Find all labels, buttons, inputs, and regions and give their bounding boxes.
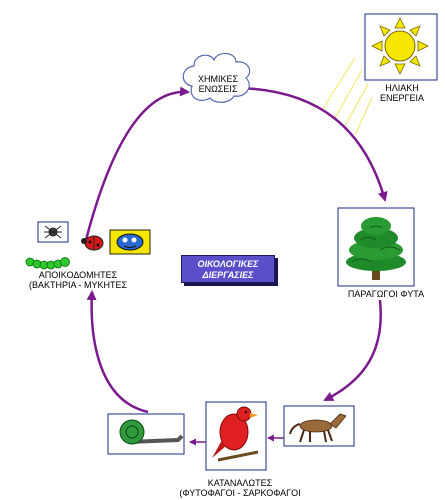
consumers-line2: (ΦΥΤΟΦΑΓΟΙ - ΣΑΡΚΟΦΑΓΟΙ: [179, 488, 301, 498]
producers-text: ΠΑΡΑΓΩΓΟΙ ΦΥΤΑ: [347, 289, 425, 299]
producers-label: ΠΑΡΑΓΩΓΟΙ ΦΥΤΑ: [336, 289, 436, 299]
spider-icon: [44, 225, 62, 239]
consumers-label: ΚΑΤΑΝΑΛΩΤΕΣ (ΦΥΤΟΦΑΓΟΙ - ΣΑΡΚΟΦΑΓΟΙ: [160, 478, 320, 498]
arrow-producers-to-consumers: [323, 299, 382, 402]
bird-icon: [212, 406, 259, 462]
arrow-decomposers-to-chemicals: [84, 86, 190, 241]
solar-line1: ΗΛΙΑΚΗ: [385, 83, 419, 93]
chemical-line1: ΧΗΜΙΚΕΣ: [197, 74, 239, 84]
ecological-processes-label: ΟΙΚΟΛΟΓΙΚΕΣ ΔΙΕΡΓΑΣΙΕΣ: [181, 255, 275, 283]
sun-rays: [321, 57, 373, 136]
solar-energy-label: ΗΛΙΑΚΗ ΕΝΕΡΓΕΙΑ: [368, 83, 436, 103]
cloud-icon: [182, 52, 251, 103]
decomposers-line1: ΑΠΟΙΚΟΔΟΜΗΤΕΣ: [38, 270, 118, 280]
snail-box: [107, 413, 185, 455]
arrow-chemicals-to-producers: [237, 86, 388, 202]
decomposers-line2: (ΒΑΚΤΗΡΙΑ - ΜΥΚΗΤΕΣ: [28, 280, 128, 290]
caterpillar-icon: [25, 257, 70, 270]
tree-icon: [346, 217, 406, 280]
chemical-compounds-label: ΧΗΜΙΚΕΣ ΕΝΩΣΕΙΣ: [192, 74, 244, 94]
decomposers-label: ΑΠΟΙΚΟΔΟΜΗΤΕΣ (ΒΑΚΤΗΡΙΑ - ΜΥΚΗΤΕΣ: [8, 270, 148, 290]
snail-icon: [119, 419, 184, 445]
center-line1: ΟΙΚΟΛΟΓΙΚΕΣ: [197, 259, 259, 269]
solar-line2: ΕΝΕΡΓΕΙΑ: [380, 93, 424, 103]
arrow-consumers-to-decomposers: [86, 290, 149, 414]
horse-icon: [289, 413, 347, 443]
sun-icon: [371, 17, 429, 75]
ladybug-icon: [81, 235, 104, 251]
chemical-line2: ΕΝΩΣΕΙΣ: [198, 84, 238, 94]
consumers-line1: ΚΑΤΑΝΑΛΩΤΕΣ: [207, 478, 273, 488]
bacteria-icon: [116, 233, 144, 251]
center-line2: ΔΙΕΡΓΑΣΙΕΣ: [202, 270, 254, 280]
